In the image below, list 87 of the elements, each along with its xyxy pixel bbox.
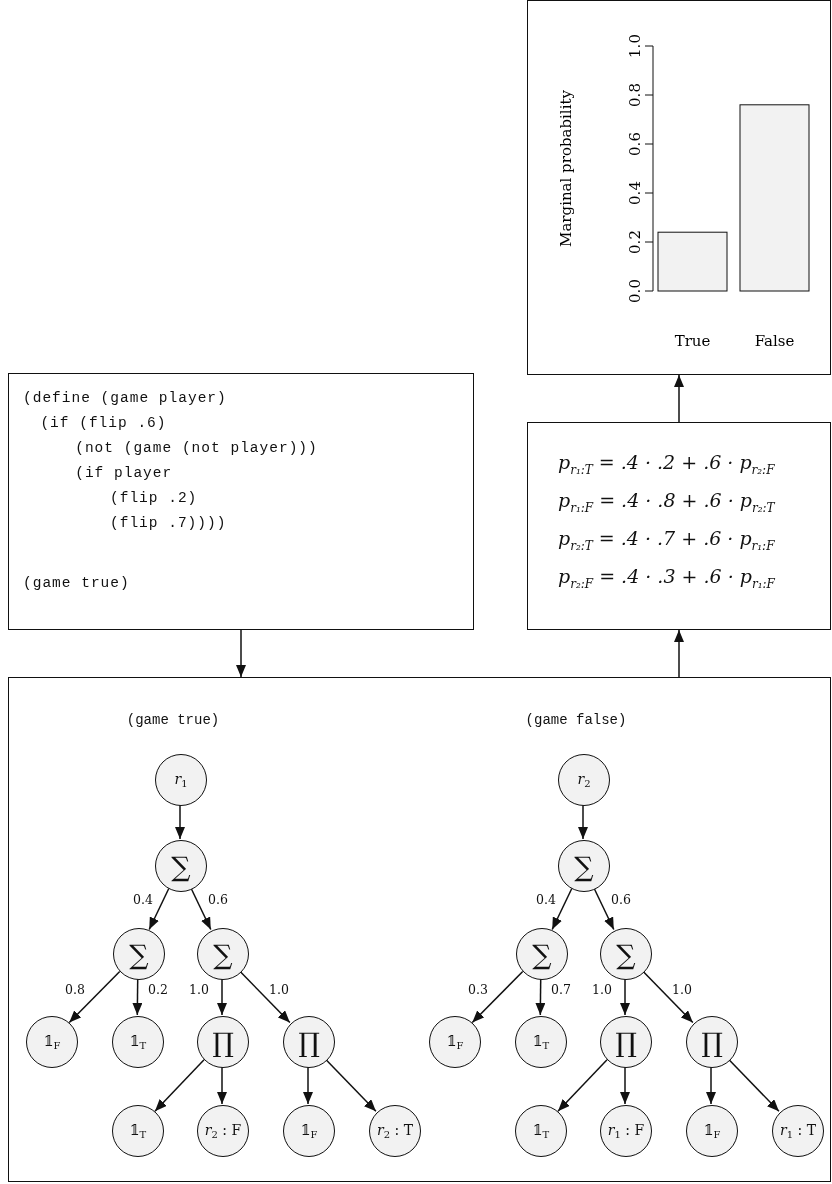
text-panel xyxy=(8,373,474,630)
node-circle: 𝟙$_{F}$ xyxy=(283,1105,335,1157)
arrow xyxy=(217,1066,227,1105)
arrow xyxy=(148,887,170,931)
node-circle: 𝟙$_{T}$ xyxy=(112,1105,164,1157)
node-circle: 𝟙$_{T}$ xyxy=(515,1105,567,1157)
tick-label: 0.0 xyxy=(626,279,644,303)
edge-label: 0.6 xyxy=(610,893,632,907)
node-circle: ∑ xyxy=(197,928,249,980)
arrow xyxy=(728,1058,780,1113)
arrow xyxy=(674,629,684,678)
arrow xyxy=(175,804,185,840)
edge-label: 1.0 xyxy=(671,983,693,997)
node-circle: 𝟙$_{T}$ xyxy=(112,1016,164,1068)
code-line: (game true) xyxy=(23,574,130,593)
category-label: False xyxy=(754,332,795,350)
category-label: True xyxy=(674,332,711,350)
node-circle: r$_{1}$ xyxy=(155,754,207,806)
arrow xyxy=(593,887,615,931)
arrow xyxy=(471,970,524,1024)
equation: p$_{r₁:F}$ = .4 · .8 + .6 · p$_{r₂:T}$ xyxy=(558,488,775,517)
arrow xyxy=(217,978,227,1016)
arrow xyxy=(620,1066,630,1105)
arrow xyxy=(642,970,694,1024)
edge-label: 1.0 xyxy=(591,983,613,997)
node-circle: r$_{2}$ : F xyxy=(197,1105,249,1157)
node-circle: ∏ xyxy=(600,1016,652,1068)
node-circle: r$_{2}$ xyxy=(558,754,610,806)
node-circle: 𝟙$_{F}$ xyxy=(686,1105,738,1157)
arrow xyxy=(236,629,246,678)
node-circle: ∑ xyxy=(516,928,568,980)
arrow xyxy=(132,978,143,1016)
node-circle: 𝟙$_{F}$ xyxy=(429,1016,481,1068)
node-circle: ∏ xyxy=(283,1016,335,1068)
tick-label: 0.8 xyxy=(626,83,644,107)
code-line: (if (flip .6) xyxy=(39,414,167,433)
edge-label: 0.4 xyxy=(535,893,557,907)
arrow xyxy=(551,887,573,931)
node-circle: 𝟙$_{F}$ xyxy=(26,1016,78,1068)
node-circle: ∏ xyxy=(197,1016,249,1068)
edge-label: 1.0 xyxy=(268,983,290,997)
equation: p$_{r₁:T}$ = .4 · .2 + .6 · p$_{r₂:F}$ xyxy=(558,450,775,479)
edge-label: 0.6 xyxy=(207,893,229,907)
edge-label: 0.4 xyxy=(132,893,154,907)
edge-label: 0.7 xyxy=(550,983,572,997)
node-circle: ∑ xyxy=(113,928,165,980)
tick-label: 0.6 xyxy=(626,132,644,156)
arrow xyxy=(620,978,630,1016)
code-line: (define (game player) xyxy=(23,389,227,408)
arrow xyxy=(535,978,546,1016)
chart-panel xyxy=(527,0,831,375)
code-line: (flip .2) xyxy=(109,489,198,508)
tree-heading: (game true) xyxy=(126,711,220,729)
code-line: (flip .7)))) xyxy=(109,514,227,533)
arrow xyxy=(325,1058,377,1113)
arrow xyxy=(239,970,291,1024)
node-circle: r$_{1}$ : T xyxy=(772,1105,824,1157)
arrow xyxy=(154,1059,205,1112)
arrow xyxy=(674,374,684,423)
arrow xyxy=(190,887,212,931)
code-line: (if player xyxy=(74,464,173,483)
node-circle: ∏ xyxy=(686,1016,738,1068)
node-circle: ∑ xyxy=(558,840,610,892)
node-circle: r$_{1}$ : F xyxy=(600,1105,652,1157)
equation: p$_{r₂:T}$ = .4 · .7 + .6 · p$_{r₁:F}$ xyxy=(558,526,775,555)
arrow xyxy=(706,1066,716,1105)
equation: p$_{r₂:F}$ = .4 · .3 + .6 · p$_{r₁:F}$ xyxy=(558,564,775,593)
edge-label: 1.0 xyxy=(188,983,210,997)
axis-title: Marginal probability xyxy=(557,90,575,247)
node-circle: r$_{2}$ : T xyxy=(369,1105,421,1157)
code-line: (not (game (not player))) xyxy=(74,439,318,458)
text-panel xyxy=(527,422,831,630)
tick-label: 0.2 xyxy=(626,230,644,254)
arrow xyxy=(303,1066,313,1105)
tick-label: 1.0 xyxy=(626,34,644,58)
tick-label: 0.4 xyxy=(626,181,644,205)
node-circle: 𝟙$_{T}$ xyxy=(515,1016,567,1068)
arrow xyxy=(578,804,588,840)
arrow xyxy=(557,1059,608,1112)
edge-label: 0.3 xyxy=(467,983,489,997)
node-circle: ∑ xyxy=(600,928,652,980)
edge-label: 0.2 xyxy=(147,983,169,997)
arrow xyxy=(68,970,121,1024)
tree-heading: (game false) xyxy=(525,711,627,729)
node-circle: ∑ xyxy=(155,840,207,892)
panel xyxy=(8,677,831,1182)
edge-label: 0.8 xyxy=(64,983,86,997)
